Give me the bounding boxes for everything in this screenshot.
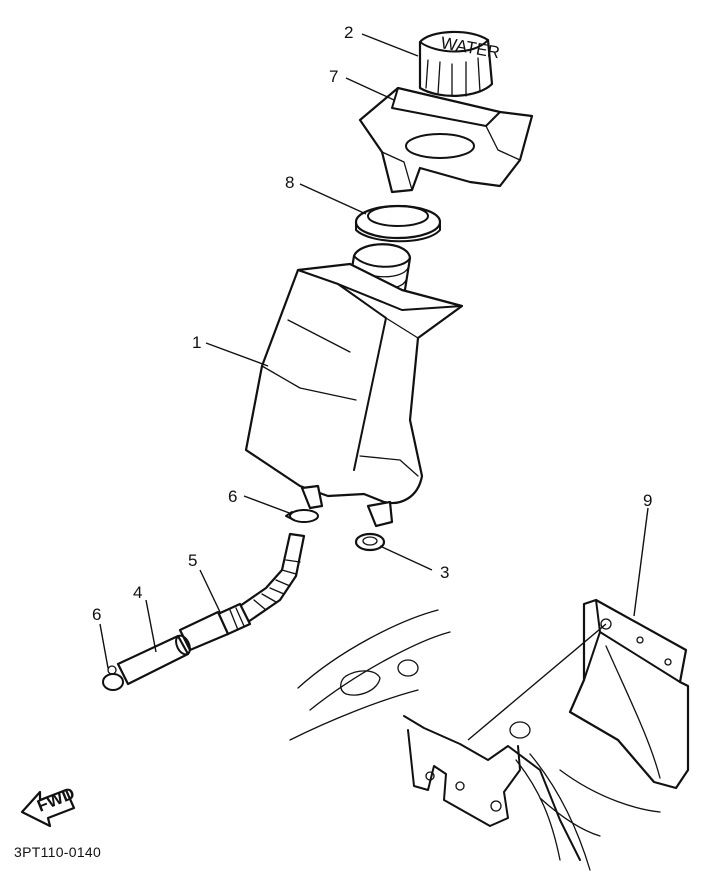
- clip-lower: [102, 665, 124, 691]
- seal-ring: [354, 204, 442, 243]
- clip-upper: [285, 509, 319, 523]
- callout-1: 1: [192, 333, 201, 352]
- callout-6-lower: 6: [92, 605, 101, 624]
- callout-8: 8: [285, 173, 294, 192]
- short-hose: [116, 634, 191, 686]
- callout-5: 5: [188, 551, 197, 570]
- fwd-arrow: FWD: [20, 784, 77, 828]
- grommet: [354, 532, 386, 552]
- reservoir-tank: [244, 243, 464, 528]
- cap: WATER: [418, 30, 501, 97]
- bracket: [358, 86, 534, 194]
- callout-numbers: 2 7 8 1 6 3 5 4 6 9: [92, 23, 652, 624]
- callout-2: 2: [344, 23, 353, 42]
- frame-fender: [289, 609, 661, 871]
- callout-4: 4: [133, 583, 142, 602]
- callout-7: 7: [329, 67, 338, 86]
- diagram-code: 3PT110-0140: [14, 844, 102, 860]
- mud-flap: [568, 598, 690, 790]
- leader-lines: [99, 33, 649, 741]
- callout-3: 3: [440, 563, 449, 582]
- callout-9: 9: [643, 491, 652, 510]
- corrugated-hose: [178, 532, 306, 652]
- callout-6-upper: 6: [228, 487, 237, 506]
